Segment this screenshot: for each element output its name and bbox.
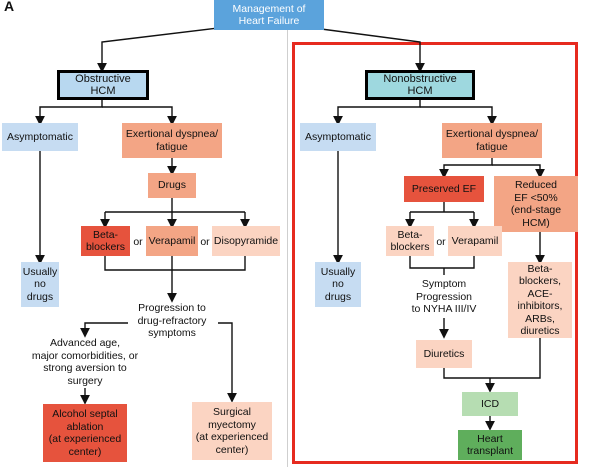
obs-advanced-text: Advanced age, major comorbidities, or st… xyxy=(31,337,139,387)
surgical-myectomy-box: Surgical myectomy (at experienced center… xyxy=(192,402,272,460)
obs-usually-no-drugs-box: Usually no drugs xyxy=(21,262,59,307)
to-icd-arrow xyxy=(443,338,541,390)
nonobstructive-hcm-header: Nonobstructive HCM xyxy=(365,70,475,100)
obs-verapamil-box: Verapamil xyxy=(146,226,198,256)
alcohol-septal-ablation-box: Alcohol septal ablation (at experienced … xyxy=(43,404,127,462)
non-exertional-box: Exertional dyspnea/ fatigue xyxy=(442,123,542,158)
icd-box: ICD xyxy=(462,392,518,416)
obs-beta-blockers-box: Beta- blockers xyxy=(81,226,130,256)
symptom-progression-text: Symptom Progression to NYHA III/IV xyxy=(411,278,477,315)
obs-drugs-to-progression-arrow xyxy=(104,256,246,300)
non-usually-no-drugs-box: Usually no drugs xyxy=(315,262,361,307)
obs-drugs-box: Drugs xyxy=(148,173,196,198)
non-verapamil-box: Verapamil xyxy=(448,226,502,256)
progression-to-advanced-arrow xyxy=(80,322,128,338)
non-beta-blockers-box: Beta- blockers xyxy=(386,226,434,256)
reduced-drugs-box: Beta- blockers, ACE- inhibitors, ARBs, d… xyxy=(508,262,572,338)
non-drugs-join xyxy=(409,256,475,275)
panel-label: A xyxy=(4,0,15,14)
diuretics-box: Diuretics xyxy=(416,340,472,368)
obs-to-exertional-arrow xyxy=(102,106,177,126)
progression-to-surgical-arrow xyxy=(218,322,237,403)
obs-asymptomatic-box: Asymptomatic xyxy=(2,123,78,151)
non-to-asymptomatic-arrow xyxy=(333,99,421,126)
obstructive-hcm-header: Obstructive HCM xyxy=(57,70,149,100)
obs-exertional-box: Exertional dyspnea/ fatigue xyxy=(122,123,222,158)
preserved-branch xyxy=(410,202,474,213)
non-asymptomatic-box: Asymptomatic xyxy=(300,123,376,151)
heart-transplant-box: Heart transplant xyxy=(458,430,522,460)
panel-divider xyxy=(287,24,288,467)
title-to-obstructive-arrow xyxy=(97,21,269,73)
nonobstructive-highlight-frame xyxy=(292,42,578,464)
obs-drugs-branch xyxy=(105,198,245,213)
obs-disopyramide-box: Disopyramide xyxy=(212,226,280,256)
non-to-reduced-arrow xyxy=(492,164,545,179)
obs-to-asymptomatic-arrow xyxy=(35,99,103,126)
obs-or-1: or xyxy=(133,236,143,248)
non-to-preserved-arrow xyxy=(439,158,493,179)
reduced-ef-box: Reduced EF <50% (end-stage HCM) xyxy=(494,176,578,232)
obs-or-2: or xyxy=(200,236,210,248)
non-to-exertional-arrow xyxy=(420,106,497,126)
non-or: or xyxy=(436,236,446,248)
preserved-ef-box: Preserved EF xyxy=(404,176,484,202)
title-box: Management of Heart Failure xyxy=(214,0,324,30)
obs-progression-text: Progression to drug-refractory symptoms xyxy=(137,302,207,339)
